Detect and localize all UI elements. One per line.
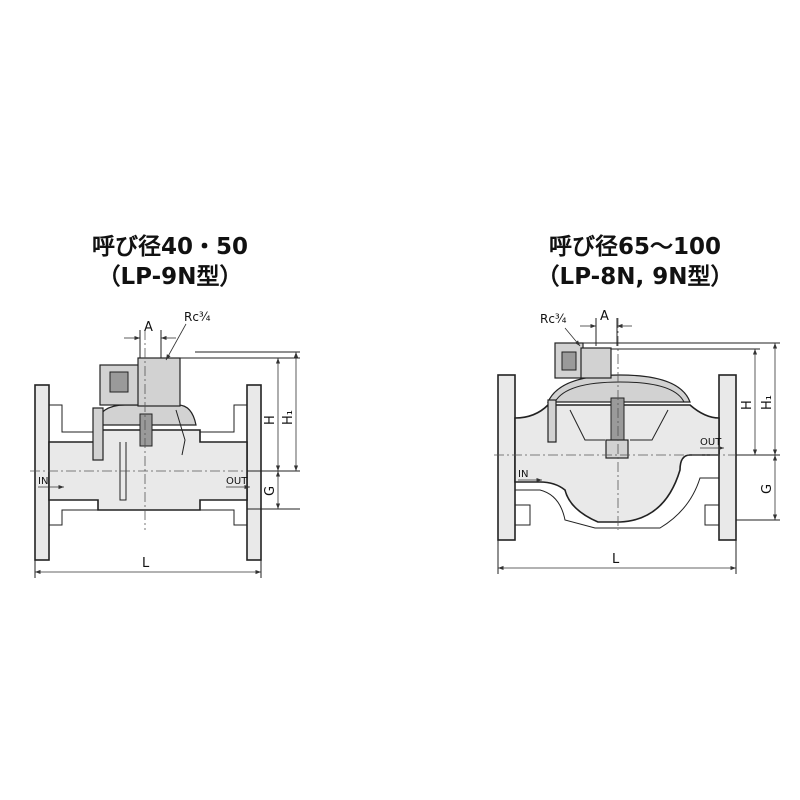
left-title-model: （LP-9N型） [97,264,243,290]
right-valve-drawing: IN OUT A Rc¾ H H₁ G L [494,309,780,574]
right-dim-g: G [760,484,775,494]
left-dim-h1: H₁ [281,410,296,425]
right-title-nominal-size: 呼び径65～100 [548,234,722,260]
right-dim-l: L [612,552,620,567]
left-pilot-spring [109,371,129,393]
left-dim-a: A [144,320,153,335]
right-diaphragm-cover [547,374,691,403]
left-valve-stem [139,413,153,447]
right-top-port [580,347,612,379]
left-dim-l: L [142,556,150,571]
right-inlet-flange [497,374,516,541]
right-dim-a: A [600,309,609,324]
right-valve-plug [605,439,629,459]
right-pilot-spring [561,351,577,371]
right-dim-rc: Rc¾ [540,312,567,326]
right-outlet-label: OUT [700,437,722,448]
left-dim-g: G [263,486,278,496]
right-sensing-tube [547,399,557,443]
left-inlet-label: IN [38,476,48,487]
right-dim-h: H [740,400,755,410]
left-sensing-tube [92,407,104,461]
left-title-nominal-size: 呼び径40・50 [91,234,248,260]
left-top-port [137,357,181,407]
left-dim-h: H [263,415,278,425]
right-inlet-label: IN [518,469,528,480]
left-outlet-label: OUT [226,476,248,487]
right-drawing-title: 呼び径65～100 （LP-8N, 9N型） [485,232,785,292]
right-valve-stem [610,397,625,441]
left-inlet-flange [34,384,50,561]
right-title-model: （LP-8N, 9N型） [536,264,734,290]
right-valve-body [514,404,720,523]
right-outlet-flange [718,374,737,541]
left-dim-rc: Rc¾ [184,310,211,324]
left-valve-drawing: IN OUT A Rc¾ H H₁ G L [30,310,300,578]
left-outlet-flange [246,384,262,561]
left-drawing-title: 呼び径40・50 （LP-9N型） [40,232,300,292]
right-dim-h1: H₁ [760,395,775,410]
